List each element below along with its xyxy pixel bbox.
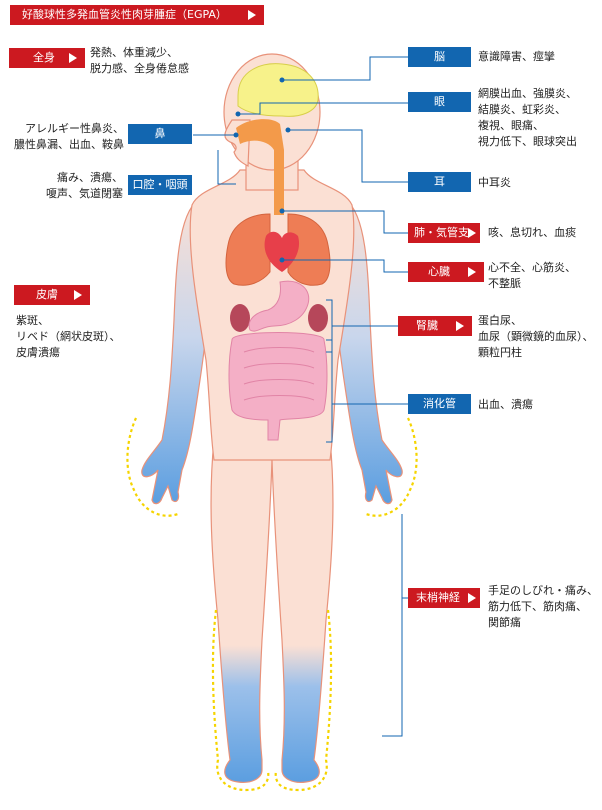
tag-nerve: 末梢神経 bbox=[408, 588, 480, 608]
tag-brain: 脳 bbox=[408, 47, 471, 67]
right-leg bbox=[271, 439, 334, 783]
tag-heart: 心臓 bbox=[408, 262, 484, 282]
line-gi bbox=[326, 339, 408, 443]
skin-symptoms: 紫斑、 リベド（網状皮斑）、 皮膚潰瘍 bbox=[16, 314, 121, 359]
line-eye bbox=[238, 102, 408, 115]
tag-kidney: 腎臓 bbox=[398, 316, 472, 336]
eye-symptoms: 網膜出血、強膜炎、 結膜炎、虹彩炎、 複視、眼痛、 視力低下、眼球突出 bbox=[478, 87, 577, 148]
tag-whole-body-label: 全身 bbox=[33, 51, 55, 64]
line-ear bbox=[288, 129, 408, 183]
heart-symptoms: 心不全、心筋炎、 不整脈 bbox=[488, 261, 576, 290]
line-nerve bbox=[382, 514, 408, 737]
right-kidney bbox=[308, 304, 328, 332]
tag-eye-label: 眼 bbox=[434, 95, 445, 108]
triangle-right-icon bbox=[468, 228, 476, 238]
heart bbox=[264, 231, 300, 272]
tag-skin: 皮膚 bbox=[14, 285, 90, 305]
nerve-symptoms: 手足のしびれ・痛み、 筋力低下、筋肉痛、 関節痛 bbox=[488, 584, 598, 629]
kidney-symptoms: 蛋白尿、 血尿（顕微鏡的血尿）、 顆粒円柱 bbox=[478, 314, 594, 359]
line-brain bbox=[282, 56, 408, 81]
tag-brain-label: 脳 bbox=[434, 50, 445, 63]
tag-skin-label: 皮膚 bbox=[36, 288, 58, 301]
triangle-right-icon bbox=[456, 321, 464, 331]
tag-gi-label: 消化管 bbox=[423, 397, 456, 410]
tag-ear-label: 耳 bbox=[434, 175, 445, 188]
triangle-right-icon bbox=[468, 593, 476, 603]
tag-lung-label: 肺・気管支 bbox=[414, 226, 469, 239]
brain-symptoms: 意識障害、痙攣 bbox=[478, 50, 555, 63]
stomach bbox=[248, 280, 310, 332]
lung-symptoms: 咳、息切れ、血痰 bbox=[488, 226, 577, 239]
tag-nerve-label: 末梢神経 bbox=[416, 591, 460, 604]
connector-dots bbox=[233, 77, 291, 263]
connector-lines bbox=[193, 56, 408, 737]
tag-eye: 眼 bbox=[408, 92, 471, 112]
triangle-right-icon bbox=[468, 267, 476, 277]
left-kidney bbox=[230, 304, 250, 332]
header-title: 好酸球性多発血管炎性肉芽腫症（EGPA） bbox=[22, 8, 227, 21]
left-leg bbox=[210, 439, 273, 783]
right-lung bbox=[287, 213, 331, 286]
mouth-throat-symptoms: 痛み、潰瘍、 嗄声、気道閉塞 bbox=[46, 171, 123, 200]
line-heart bbox=[282, 259, 408, 273]
line-lung bbox=[282, 210, 408, 234]
tag-whole-body: 全身 bbox=[9, 48, 85, 68]
tag-kidney-label: 腎臓 bbox=[416, 319, 438, 332]
intestine-folds bbox=[243, 347, 315, 401]
tag-heart-label: 心臓 bbox=[428, 265, 450, 278]
tag-nose: 鼻 bbox=[128, 124, 192, 144]
tag-mouth-throat-label: 口腔・咽頭 bbox=[132, 178, 188, 191]
tag-nose-label: 鼻 bbox=[154, 127, 166, 140]
whole-body-symptoms: 発熱、体重減少、 脱力感、全身倦怠感 bbox=[90, 46, 189, 75]
header-title-tag: 好酸球性多発血管炎性肉芽腫症（EGPA） bbox=[10, 5, 264, 25]
airway bbox=[236, 119, 284, 215]
brain bbox=[237, 63, 319, 117]
intestines bbox=[228, 332, 328, 441]
tag-mouth-throat: 口腔・咽頭 bbox=[128, 175, 192, 195]
tag-ear: 耳 bbox=[408, 172, 471, 192]
tag-lung: 肺・気管支 bbox=[408, 223, 480, 243]
left-lung bbox=[225, 213, 271, 286]
gi-symptoms: 出血、潰瘍 bbox=[478, 398, 533, 411]
tag-gi: 消化管 bbox=[408, 394, 471, 414]
triangle-right-icon bbox=[69, 53, 77, 63]
triangle-right-icon bbox=[248, 10, 256, 20]
line-mouth bbox=[217, 150, 236, 185]
nose-symptoms: アレルギー性鼻炎、 膿性鼻漏、出血、鞍鼻 bbox=[14, 122, 124, 151]
ear-symptoms: 中耳炎 bbox=[478, 176, 511, 189]
triangle-right-icon bbox=[74, 290, 82, 300]
nerve-glow bbox=[126, 417, 418, 792]
